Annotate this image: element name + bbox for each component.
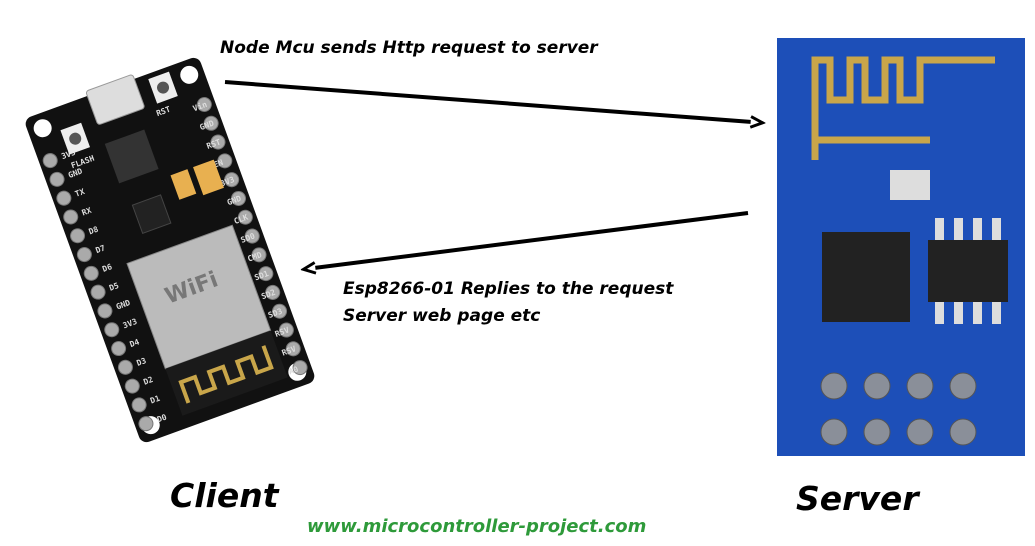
reply-label-line1: Esp8266-01 Replies to the request xyxy=(343,279,674,299)
pin-label: D8 xyxy=(87,225,99,237)
header-pin xyxy=(863,372,891,400)
chip-leg xyxy=(992,218,1001,240)
header-pin xyxy=(138,416,154,432)
pin-label: D0 xyxy=(156,412,168,424)
flash-chip xyxy=(928,240,1008,302)
header-pin xyxy=(278,322,294,338)
header-pin xyxy=(217,153,233,169)
header-pin xyxy=(258,266,274,282)
header-pin xyxy=(42,153,58,169)
pin-label: D1 xyxy=(149,394,161,406)
pcb-antenna xyxy=(178,345,274,404)
header-pin xyxy=(231,190,247,206)
header-pin xyxy=(117,359,133,375)
header-pin xyxy=(49,171,65,187)
usb-port xyxy=(85,74,145,125)
pin-label: D5 xyxy=(108,281,120,293)
esp01-header-pins xyxy=(820,372,977,446)
header-pin xyxy=(265,284,281,300)
header-pin xyxy=(949,372,977,400)
header-pin xyxy=(83,265,99,281)
header-pin xyxy=(70,228,86,244)
request-label: Node Mcu sends Http request to server xyxy=(220,38,598,58)
header-pin xyxy=(210,134,226,150)
esp01-antenna xyxy=(811,56,995,160)
chip-leg xyxy=(935,302,944,324)
header-pin xyxy=(863,418,891,446)
pin-label: A0 xyxy=(287,365,299,377)
header-pin xyxy=(104,322,120,338)
header-pin xyxy=(949,418,977,446)
reply-arrow xyxy=(314,211,749,268)
website-link[interactable]: www.microcontroller-project.com xyxy=(307,516,647,537)
header-pin xyxy=(203,115,219,131)
header-pin xyxy=(124,378,140,394)
pin-label: D2 xyxy=(142,375,154,387)
header-pin xyxy=(237,209,253,225)
header-pin xyxy=(76,247,92,263)
right-pin-header: VinGNDRSTEN3V3GNDCLKSD0CMDSD1SD2SD3RSVRS… xyxy=(191,96,308,377)
header-pin xyxy=(63,209,79,225)
header-pin xyxy=(56,190,72,206)
header-pin xyxy=(131,397,147,413)
header-pin xyxy=(196,96,212,112)
reply-label-line2: Server web page etc xyxy=(343,306,541,326)
chip-leg xyxy=(954,218,963,240)
header-pin xyxy=(906,372,934,400)
header-pin xyxy=(820,372,848,400)
pin-label: D4 xyxy=(129,337,141,349)
header-pin xyxy=(285,341,301,357)
chip-leg xyxy=(973,218,982,240)
header-pin xyxy=(272,303,288,319)
client-label: Client xyxy=(170,476,279,515)
header-pin xyxy=(244,228,260,244)
chip-leg xyxy=(992,302,1001,324)
header-pin xyxy=(820,418,848,446)
chip-leg xyxy=(935,218,944,240)
esp8266-chip xyxy=(822,232,910,322)
header-pin xyxy=(906,418,934,446)
chip-leg xyxy=(954,302,963,324)
header-pin xyxy=(90,284,106,300)
pin-label: RX xyxy=(81,206,93,218)
header-pin xyxy=(251,247,267,263)
header-pin xyxy=(97,303,113,319)
pin-label: D7 xyxy=(94,243,106,255)
pin-label: D6 xyxy=(101,262,113,274)
header-pin xyxy=(292,360,308,376)
pin-label: Vin xyxy=(191,99,208,113)
pin-label: TX xyxy=(74,187,86,199)
pin-label: EN xyxy=(212,158,224,170)
request-arrow xyxy=(224,80,752,122)
header-pin xyxy=(111,341,127,357)
pin-label: D3 xyxy=(135,356,147,368)
chip-leg xyxy=(973,302,982,324)
usb-serial-chip xyxy=(104,129,159,184)
server-label: Server xyxy=(796,479,919,518)
header-pin xyxy=(224,172,240,188)
esp01-board xyxy=(777,38,1025,456)
